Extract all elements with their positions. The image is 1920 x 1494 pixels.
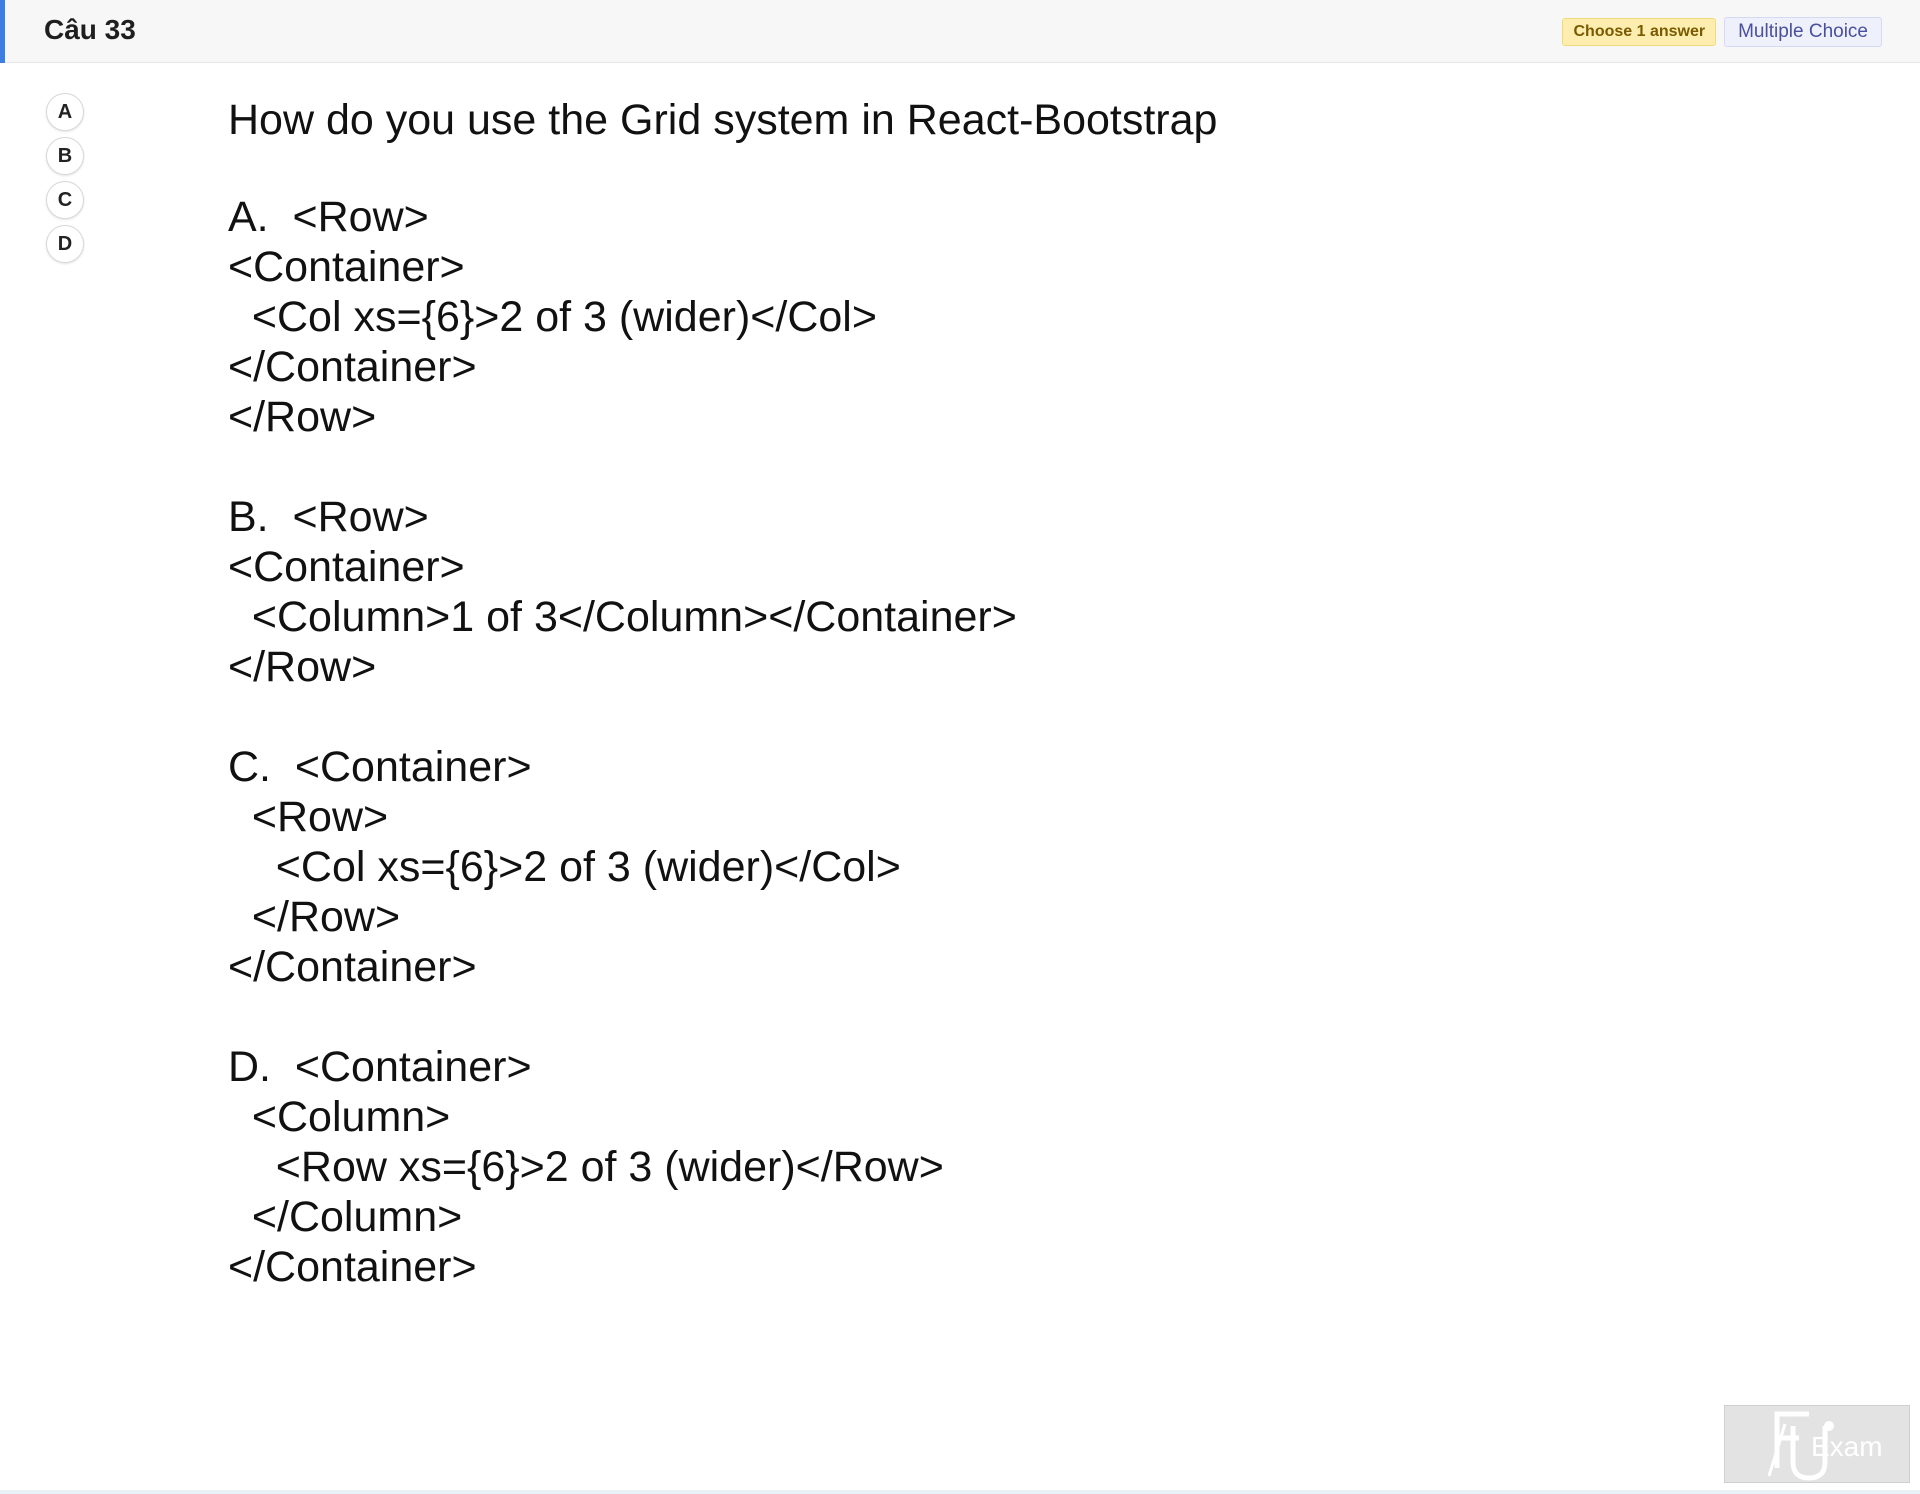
code-line: </Container> — [228, 943, 477, 991]
code-line: <Col xs={6}>2 of 3 (wider)</Col> — [228, 293, 877, 341]
code-line: <Container> — [228, 243, 465, 291]
code-line: </Container> — [228, 1243, 477, 1291]
answer-option-list: A B C D — [46, 93, 84, 263]
question-number: Câu 33 — [44, 14, 136, 45]
choose-answer-badge: Choose 1 answer — [1562, 18, 1717, 46]
question-badges: Choose 1 answer Multiple Choice — [1562, 17, 1882, 47]
code-line: </Row> — [228, 643, 377, 691]
question-content: How do you use the Grid system in React-… — [228, 95, 1328, 1342]
watermark-text: Exam — [1811, 1431, 1883, 1462]
header-accent-bar — [0, 0, 5, 63]
code-line: </Row> — [228, 393, 377, 441]
bottom-divider — [0, 1490, 1920, 1494]
code-line: <Col xs={6}>2 of 3 (wider)</Col> — [228, 843, 901, 891]
fu-exam-logo-icon: Exam — [1724, 1405, 1910, 1483]
choice-block-d: D. <Container> <Column> <Row xs={6}>2 of… — [228, 1042, 1328, 1292]
question-header: Câu 33 Choose 1 answer Multiple Choice — [0, 0, 1920, 63]
code-line: <Column>1 of 3</Column></Container> — [228, 593, 1017, 641]
code-line: </Container> — [228, 343, 477, 391]
code-line: </Column> — [228, 1193, 463, 1241]
option-d-button[interactable]: D — [46, 225, 84, 263]
code-line: <Column> — [228, 1093, 451, 1141]
code-line: <Row> — [228, 793, 389, 841]
choice-block-c: C. <Container> <Row> <Col xs={6}>2 of 3 … — [228, 742, 1328, 992]
option-c-button[interactable]: C — [46, 181, 84, 219]
code-line: <Row xs={6}>2 of 3 (wider)</Row> — [228, 1143, 944, 1191]
code-line: A. <Row> — [228, 193, 429, 241]
code-line: D. <Container> — [228, 1043, 532, 1091]
question-title: How do you use the Grid system in React-… — [228, 96, 1218, 144]
option-a-button[interactable]: A — [46, 93, 84, 131]
question-type-badge: Multiple Choice — [1724, 17, 1882, 47]
code-line: B. <Row> — [228, 493, 429, 541]
code-line: C. <Container> — [228, 743, 532, 791]
code-line: <Container> — [228, 543, 465, 591]
code-line: </Row> — [228, 893, 401, 941]
choice-block-a: A. <Row> <Container> <Col xs={6}>2 of 3 … — [228, 192, 1328, 442]
choice-block-b: B. <Row> <Container> <Column>1 of 3</Col… — [228, 492, 1328, 692]
option-b-button[interactable]: B — [46, 137, 84, 175]
